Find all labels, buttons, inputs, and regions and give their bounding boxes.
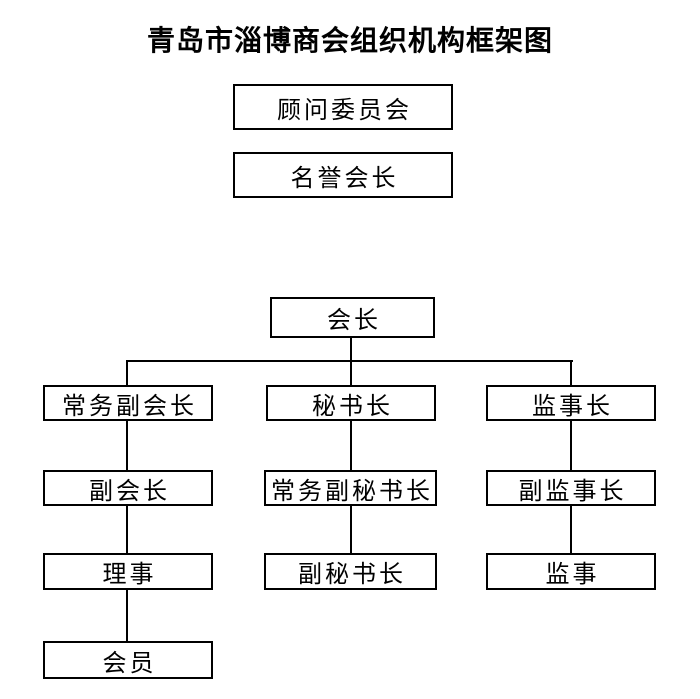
node-member: 会员 — [43, 641, 213, 679]
connector-drop-middle-column — [350, 360, 352, 386]
connector-director-to-member — [126, 589, 128, 642]
node-deputy-secretary-general: 副秘书长 — [264, 553, 437, 590]
connector-vp-to-director — [126, 505, 128, 554]
node-secretary-general: 秘书长 — [266, 385, 436, 421]
node-supervisor: 监事 — [486, 553, 656, 590]
node-deputy-chief-supervisor: 副监事长 — [486, 470, 656, 506]
node-director: 理事 — [43, 553, 213, 590]
node-executive-deputy-secretary-general: 常务副秘书长 — [264, 470, 437, 506]
connector-execvp-to-vp — [126, 420, 128, 471]
connector-execdeputysg-to-deputysg — [350, 505, 352, 554]
node-vice-president: 副会长 — [43, 470, 213, 506]
connector-deputychiefsup-to-supervisor — [570, 505, 572, 554]
node-advisory-committee: 顾问委员会 — [233, 84, 453, 130]
connector-drop-left-column — [126, 360, 128, 386]
node-executive-vice-president: 常务副会长 — [43, 385, 213, 421]
page-title: 青岛市淄博商会组织机构框架图 — [146, 24, 553, 57]
node-president: 会长 — [270, 297, 435, 338]
connector-sg-to-execdeputysg — [350, 420, 352, 471]
node-honorary-president: 名誉会长 — [233, 152, 453, 198]
node-chief-supervisor: 监事长 — [486, 385, 656, 421]
connector-chiefsup-to-deputychiefsup — [570, 420, 572, 471]
connector-president-drop — [350, 336, 352, 362]
connector-drop-right-column — [570, 360, 572, 386]
